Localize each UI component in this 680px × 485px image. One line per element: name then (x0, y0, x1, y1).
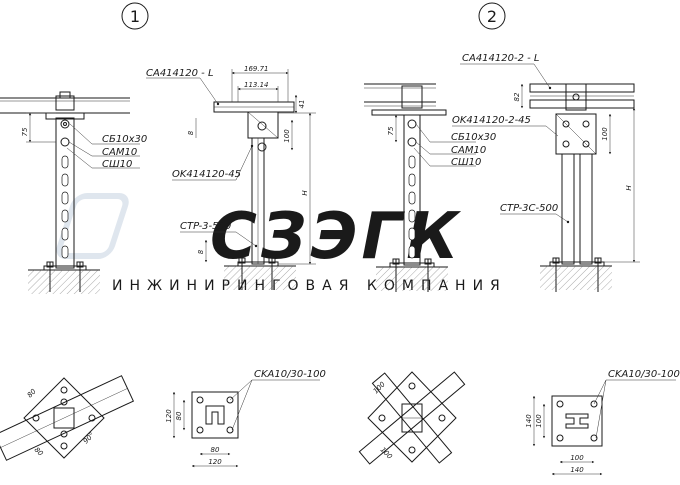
view1-base-dim-120h: 120 (208, 458, 222, 466)
view1-base-dim-120v: 120 (165, 409, 173, 423)
view2-dim-H: H (625, 185, 633, 191)
view-number-2: 2 (478, 2, 506, 30)
view1-front-elevation: 75 CБ10x30 CAM10 CШ10 (0, 91, 147, 294)
view2-label-sam: CAM10 (451, 145, 486, 156)
view1-dim-8-lower: 8 (197, 249, 205, 254)
view2-base-dim-100h: 100 (570, 454, 584, 462)
view2-front-post-slots (408, 155, 416, 259)
view2-dim-75: 75 (387, 126, 395, 135)
view1-dim-H: H (301, 190, 309, 196)
view1-dim-100: 100 (283, 129, 291, 143)
view1-plan-dim-90: 90° (82, 431, 96, 445)
view1-plan-dim-80a: 80 (26, 387, 38, 399)
view2-base-dim-100v: 100 (535, 414, 543, 428)
view1-dim-41: 41 (298, 100, 306, 109)
view1-dim-75: 75 (21, 127, 29, 136)
view1-label-str: CTP-3-500 (180, 221, 231, 232)
view1-label-sb: CБ10x30 (102, 134, 147, 145)
view1-side-elevation: 169.71 113.14 CA414120 - L 41 100 H 8 8 … (146, 65, 316, 290)
view2-label-sb: CБ10x30 (451, 132, 496, 143)
view2-plan-dim-100b: 100 (379, 446, 394, 461)
view1-base-dim-80h: 80 (211, 446, 220, 454)
view1-base-plate: 120 80 80 120 CKA10/30-100 (165, 369, 326, 468)
view1-base-dim-80v: 80 (175, 411, 183, 420)
view1-label-ok: OK414120-45 (172, 169, 241, 180)
view2-base-plate: 140 100 100 140 CKA10/30-100 (525, 369, 680, 476)
view2-base-dim-140v: 140 (525, 414, 533, 428)
view-number-1-text: 1 (130, 7, 140, 26)
view1-label-ssh: CШ10 (102, 159, 132, 170)
view1-label-sa: CA414120 - L (146, 68, 214, 79)
view1-front-post-slots (61, 155, 69, 259)
view2-label-str: CTP-3C-500 (500, 203, 558, 214)
view1-label-ska: CKA10/30-100 (254, 369, 326, 380)
view-number-2-text: 2 (487, 7, 497, 26)
view2-dim-82: 82 (513, 92, 521, 101)
view1-plan: 80 80 90° (0, 375, 135, 461)
view2-label-ok: OK414120-2-45 (452, 115, 531, 126)
view2-label-ssh: CШ10 (451, 157, 481, 168)
view1-label-sam: CAM10 (102, 147, 137, 158)
view2-base-dim-140h: 140 (570, 466, 584, 474)
view2-label-ska: CKA10/30-100 (608, 369, 680, 380)
view1-dim-8-upper: 8 (187, 130, 195, 135)
view1-dim-113: 113.14 (244, 81, 269, 89)
view2-label-sa: CA414120-2 - L (462, 53, 540, 64)
view-number-1: 1 (121, 2, 149, 30)
view2-front-elevation: 75 CБ10x30 CAM10 CШ10 (364, 83, 496, 292)
view2-side-elevation: CA414120-2 - L 82 OK414120-2-45 CTP-3C-5… (452, 53, 640, 292)
view2-dim-100: 100 (601, 127, 609, 141)
view2-plan: 100 100 (358, 371, 466, 465)
view1-dim-169: 169.71 (244, 65, 269, 73)
